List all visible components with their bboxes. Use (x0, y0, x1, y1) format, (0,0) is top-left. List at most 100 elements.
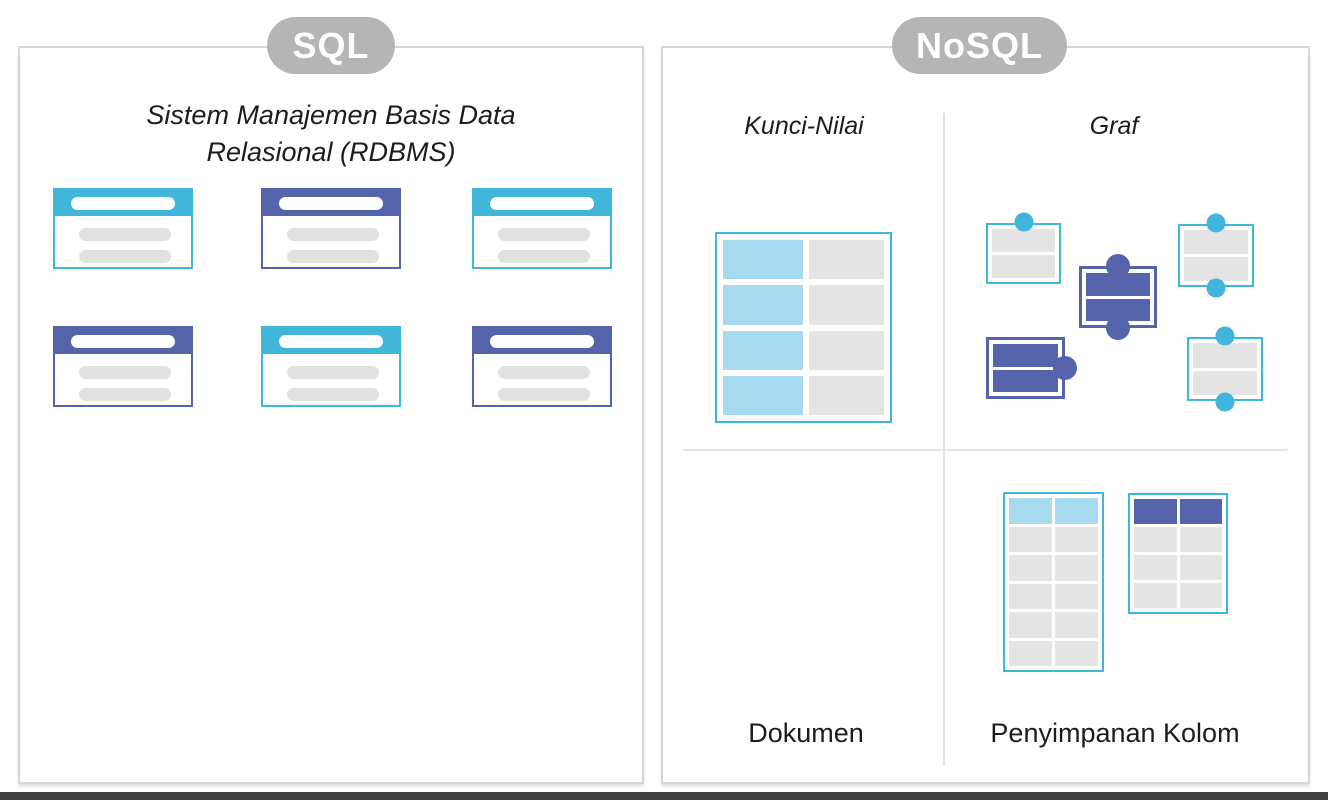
value-cell (809, 240, 884, 280)
graph-node-port (1106, 316, 1130, 340)
er-table-cyan (261, 326, 401, 407)
graph-node-row (993, 344, 1058, 367)
column-cell (1009, 526, 1052, 552)
er-table-indigo (53, 326, 193, 407)
column-store-table (1003, 492, 1104, 672)
column-cell (1009, 612, 1052, 638)
graph-node-port (1215, 392, 1235, 412)
er-field-row (79, 228, 171, 241)
column-store-table (1128, 493, 1228, 614)
graph-node-port (1014, 212, 1033, 232)
er-table-title-pill (71, 196, 175, 210)
er-table-body (263, 354, 399, 401)
er-table-body (55, 354, 191, 401)
er-field-row (498, 228, 590, 241)
graph-node-row (1193, 370, 1257, 395)
column-header-cell (1179, 499, 1222, 524)
er-table-title-pill (279, 196, 383, 210)
graph-node-port (1053, 356, 1077, 380)
column-cell (1009, 583, 1052, 609)
sql-title: Sistem Manajemen Basis Data Relasional (… (18, 97, 644, 171)
key-cell (723, 330, 804, 370)
er-table-header (263, 328, 399, 354)
graph-node-cyan (1178, 213, 1254, 298)
graph-node-row (1086, 273, 1150, 296)
graph-node-row (1184, 257, 1248, 281)
er-field-row (79, 366, 171, 379)
column-cell (1179, 583, 1222, 608)
graph-node-row (1184, 230, 1248, 254)
column-cell (1009, 640, 1052, 666)
er-table-body (263, 216, 399, 263)
column-header-cell (1134, 499, 1177, 524)
column-cell (1134, 555, 1177, 580)
er-field-row (498, 250, 590, 263)
column-cell (1179, 527, 1222, 552)
er-table-header (55, 190, 191, 216)
key-cell (723, 240, 804, 280)
key-cell (723, 375, 804, 415)
graph-node-port (1215, 326, 1235, 346)
label-column-store: Penyimpanan Kolom (990, 718, 1240, 748)
er-table-cyan (53, 188, 193, 269)
er-table-header (474, 328, 610, 354)
sql-badge: SQL (267, 17, 395, 74)
value-cell (809, 330, 884, 370)
value-cell (809, 285, 884, 325)
er-field-row (79, 250, 171, 263)
er-field-row (287, 228, 379, 241)
er-table-header (474, 190, 610, 216)
er-table-title-pill (71, 334, 175, 348)
label-graph: Graf (1089, 112, 1139, 140)
graph-node-port (1206, 278, 1226, 298)
er-table-body (474, 216, 610, 263)
graph-node-indigo (1079, 254, 1157, 340)
key-cell (723, 285, 804, 325)
column-cell (1009, 555, 1052, 581)
nosql-badge: NoSQL (892, 17, 1067, 74)
bottom-edge-bar (0, 792, 1328, 800)
label-key-value: Kunci-Nilai (744, 112, 864, 140)
label-document: Dokumen (748, 718, 864, 748)
er-field-row (498, 388, 590, 401)
graph-node-cyan (1187, 326, 1263, 412)
column-header-cell (1009, 498, 1052, 524)
er-table-cyan (472, 188, 612, 269)
er-table-indigo (261, 188, 401, 269)
er-field-row (287, 388, 379, 401)
column-cell (1134, 527, 1177, 552)
column-cell (1055, 555, 1098, 581)
er-field-row (287, 366, 379, 379)
graph-node-cyan (986, 212, 1061, 284)
graph-node-port (1106, 254, 1130, 278)
column-cell (1055, 583, 1098, 609)
graph-node-port (1206, 213, 1226, 233)
graph-node-indigo (986, 337, 1077, 399)
er-table-title-pill (490, 334, 594, 348)
sql-panel (18, 46, 644, 784)
column-header-cell (1055, 498, 1098, 524)
er-table-header (55, 328, 191, 354)
er-table-body (474, 354, 610, 401)
sql-title-line2: Relasional (RDBMS) (206, 137, 456, 167)
graph-node-row (1086, 298, 1150, 321)
graph-node-row (993, 369, 1058, 392)
er-table-body (55, 216, 191, 263)
column-cell (1055, 612, 1098, 638)
sql-title-line1: Sistem Manajemen Basis Data (146, 100, 516, 130)
er-field-row (498, 366, 590, 379)
er-table-indigo (472, 326, 612, 407)
column-cell (1179, 555, 1222, 580)
column-cell (1055, 526, 1098, 552)
graph-node-row (1193, 343, 1257, 368)
quadrant-divider-vertical (943, 113, 945, 766)
key-value-table (715, 232, 892, 423)
er-table-title-pill (279, 334, 383, 348)
value-cell (809, 375, 884, 415)
graph-node-row (992, 229, 1055, 252)
column-cell (1134, 583, 1177, 608)
er-table-title-pill (490, 196, 594, 210)
quadrant-divider-horizontal (683, 449, 1287, 451)
er-field-row (79, 388, 171, 401)
